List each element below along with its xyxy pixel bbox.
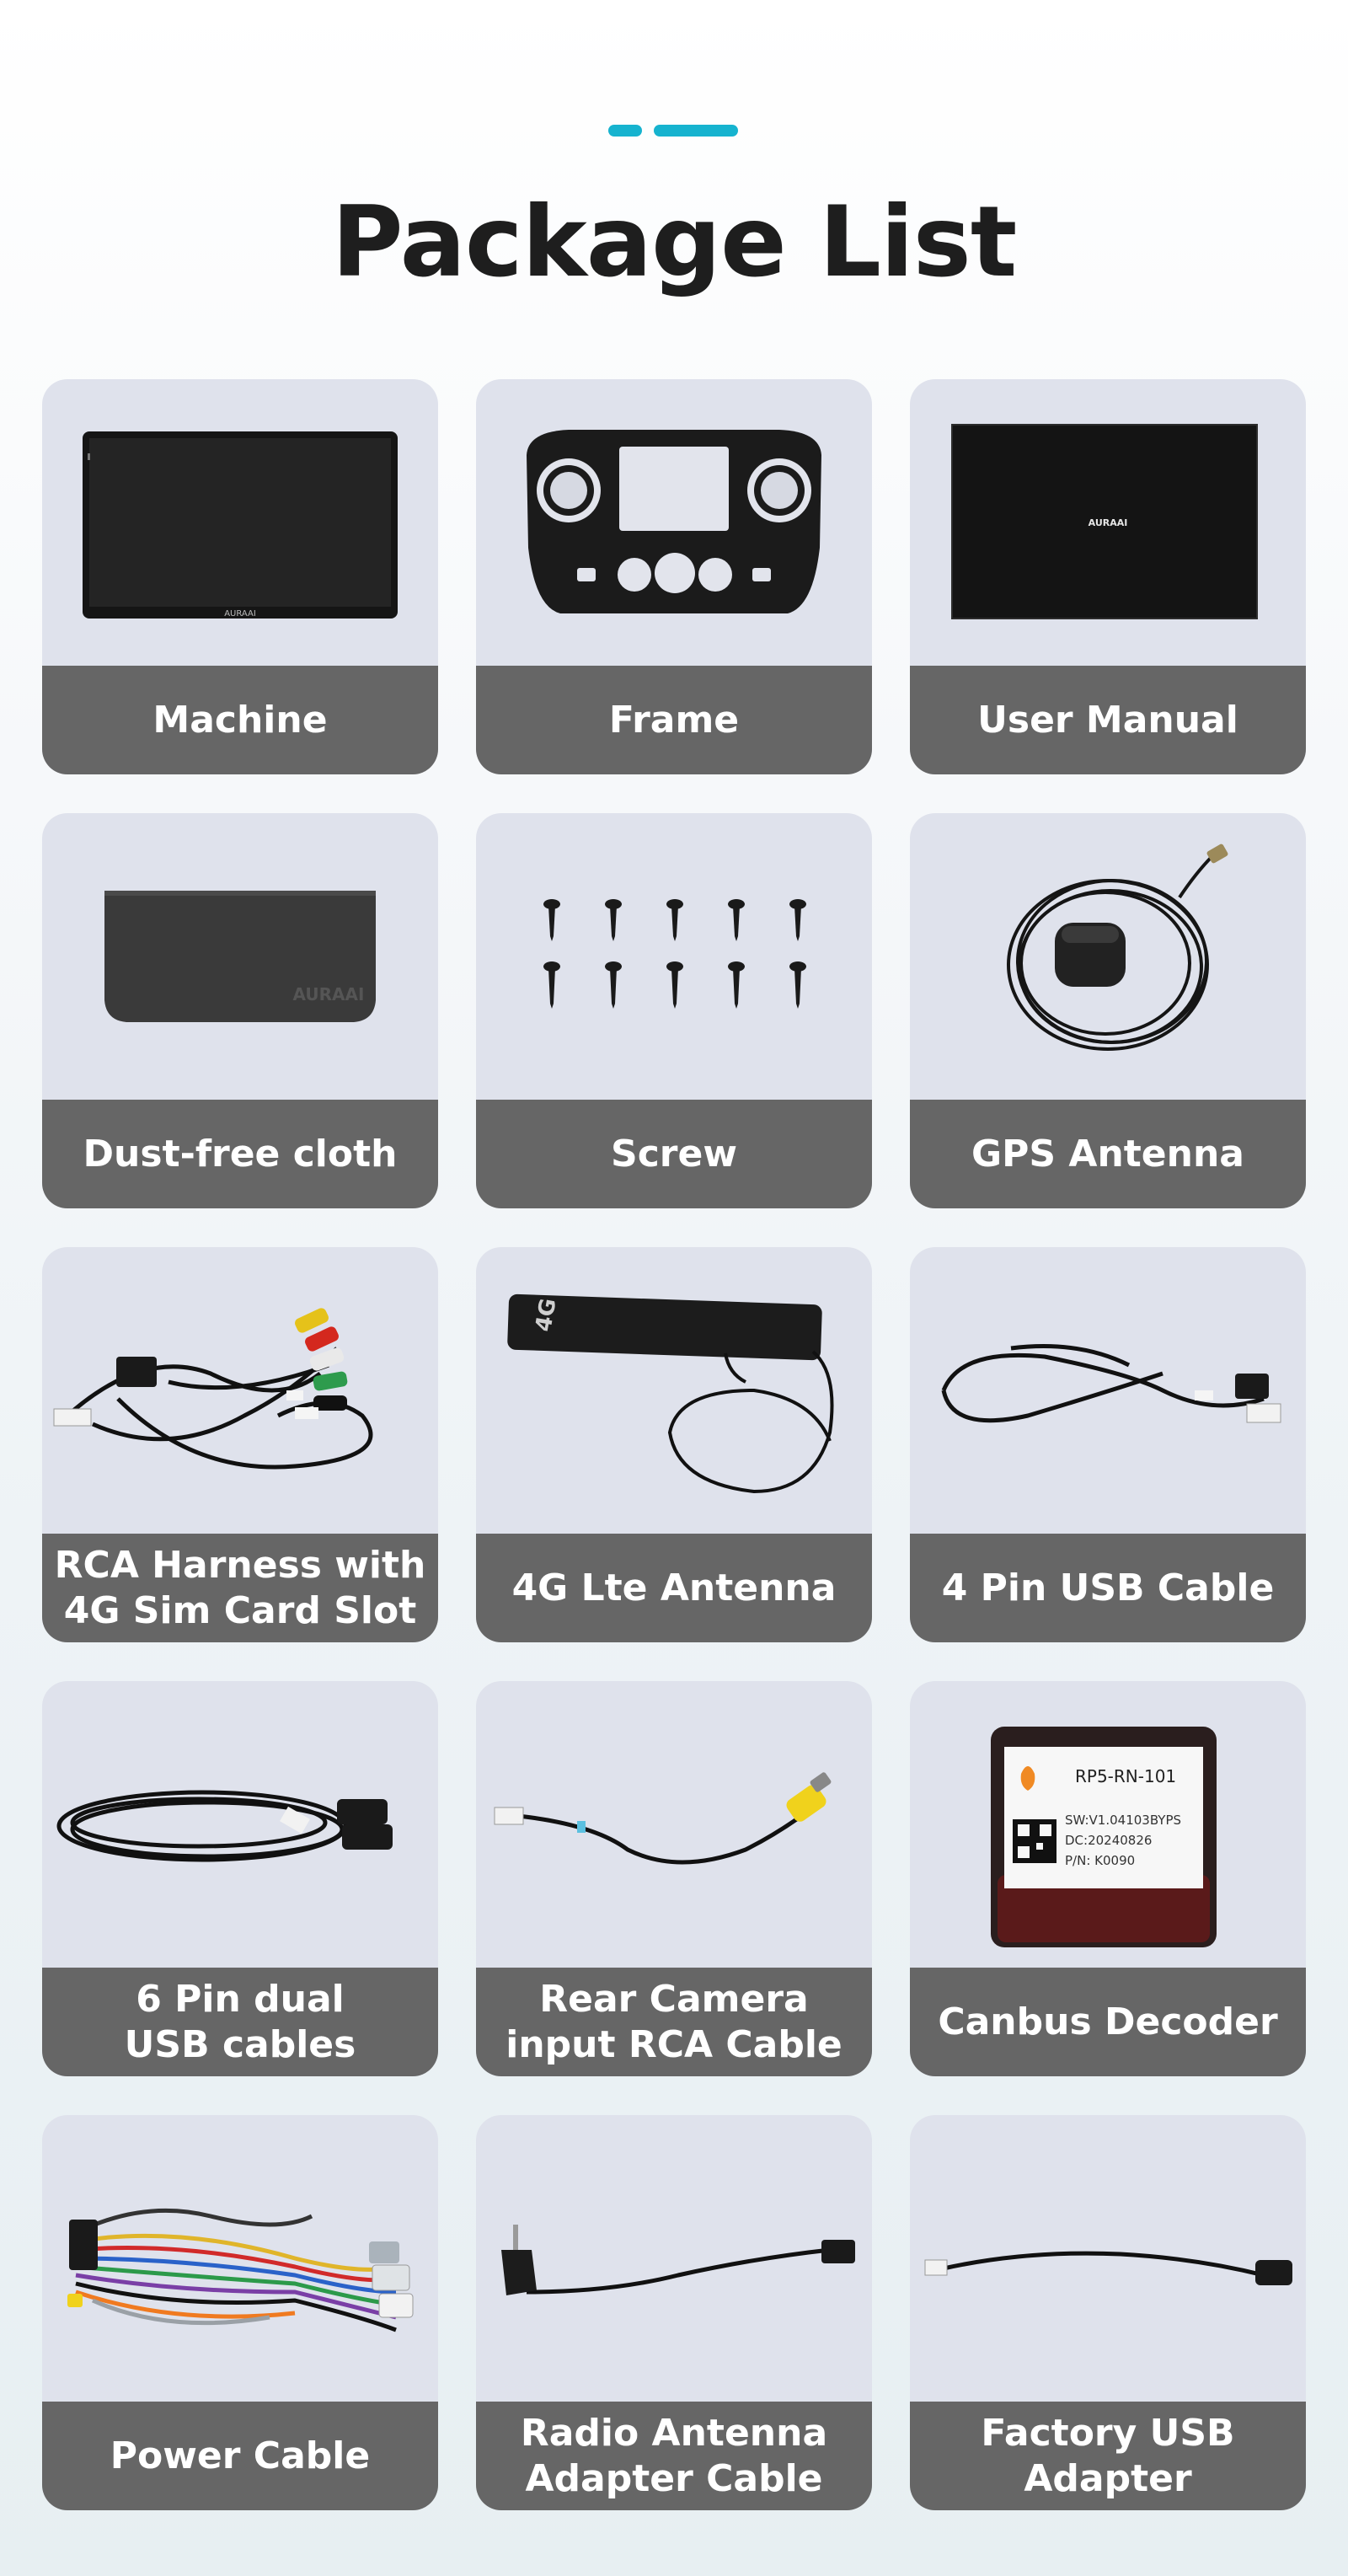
rca-camera-cable-icon — [476, 1681, 872, 1968]
item-label: Factory USB Adapter — [910, 2402, 1306, 2510]
factory-usb-adapter-icon — [910, 2115, 1306, 2402]
package-item-canbus-decoder: RP5-RN-101 SW:V1.04103BYPS DC:20240826 P… — [910, 1681, 1306, 2076]
gps-antenna-icon — [910, 813, 1306, 1100]
item-label: 4G Lte Antenna — [476, 1534, 872, 1642]
package-item-power-cable: Power Cable — [42, 2115, 438, 2510]
package-item-machine: AURAAI Machine — [42, 379, 438, 774]
accent-bar-short — [608, 125, 642, 137]
package-item-gps-antenna: GPS Antenna — [910, 813, 1306, 1208]
decoder-dc-text: DC:20240826 — [1065, 1833, 1152, 1848]
item-label: User Manual — [910, 666, 1306, 774]
dash-frame-icon — [476, 379, 872, 666]
item-label: RCA Harness with 4G Sim Card Slot — [42, 1534, 438, 1642]
page-title: Package List — [331, 185, 1018, 299]
package-item-screw: Screw — [476, 813, 872, 1208]
power-harness-icon — [42, 2115, 438, 2402]
manual-booklet-icon: AURAAI — [910, 379, 1306, 666]
manual-brand-text: AURAAI — [1089, 517, 1128, 528]
cloth-icon: AURAAI — [42, 813, 438, 1100]
package-item-6-pin-dual-usb-cables: 6 Pin dual USB cables — [42, 1681, 438, 2076]
item-label: Canbus Decoder — [910, 1968, 1306, 2076]
machine-brand-text: AURAAI — [224, 609, 256, 619]
head-unit-screen-icon: AURAAI — [42, 379, 438, 666]
package-item-dust-free-cloth: AURAAI Dust-free cloth — [42, 813, 438, 1208]
canbus-decoder-icon: RP5-RN-101 SW:V1.04103BYPS DC:20240826 P… — [910, 1681, 1306, 1968]
package-item-rca-harness: RCA Harness with 4G Sim Card Slot — [42, 1247, 438, 1642]
decoder-model-text: RP5-RN-101 — [1075, 1766, 1176, 1786]
decoder-sw-text: SW:V1.04103BYPS — [1065, 1813, 1181, 1828]
item-label: Frame — [476, 666, 872, 774]
package-item-frame: Frame — [476, 379, 872, 774]
radio-antenna-adapter-icon — [476, 2115, 872, 2402]
item-label: Power Cable — [42, 2402, 438, 2510]
package-item-rear-camera-rca-cable: Rear Camera input RCA Cable — [476, 1681, 872, 2076]
package-item-factory-usb-adapter: Factory USB Adapter — [910, 2115, 1306, 2510]
antenna-4g-text: 4G — [531, 1297, 561, 1334]
cloth-brand-text: AURAAI — [293, 984, 365, 1004]
decoder-pn-text: P/N: K0090 — [1065, 1853, 1135, 1868]
item-label: GPS Antenna — [910, 1100, 1306, 1208]
screws-icon — [476, 813, 872, 1100]
item-label: 6 Pin dual USB cables — [42, 1968, 438, 2076]
package-item-radio-antenna-adapter-cable: Radio Antenna Adapter Cable — [476, 2115, 872, 2510]
dual-usb-cable-icon — [42, 1681, 438, 1968]
item-label: 4 Pin USB Cable — [910, 1534, 1306, 1642]
item-label: Rear Camera input RCA Cable — [476, 1968, 872, 2076]
package-item-4g-lte-antenna: 4G 4G Lte Antenna — [476, 1247, 872, 1642]
package-grid: AURAAI Machine Frame — [42, 379, 1306, 2510]
item-label: Dust-free cloth — [42, 1100, 438, 1208]
usb-cable-icon — [910, 1247, 1306, 1534]
package-item-user-manual: AURAAI User Manual — [910, 379, 1306, 774]
rca-harness-icon — [42, 1247, 438, 1534]
item-label: Radio Antenna Adapter Cable — [476, 2402, 872, 2510]
item-label: Screw — [476, 1100, 872, 1208]
lte-antenna-icon: 4G — [476, 1247, 872, 1534]
accent-bar-long — [654, 125, 738, 137]
package-item-4-pin-usb-cable: 4 Pin USB Cable — [910, 1247, 1306, 1642]
item-label: Machine — [42, 666, 438, 774]
